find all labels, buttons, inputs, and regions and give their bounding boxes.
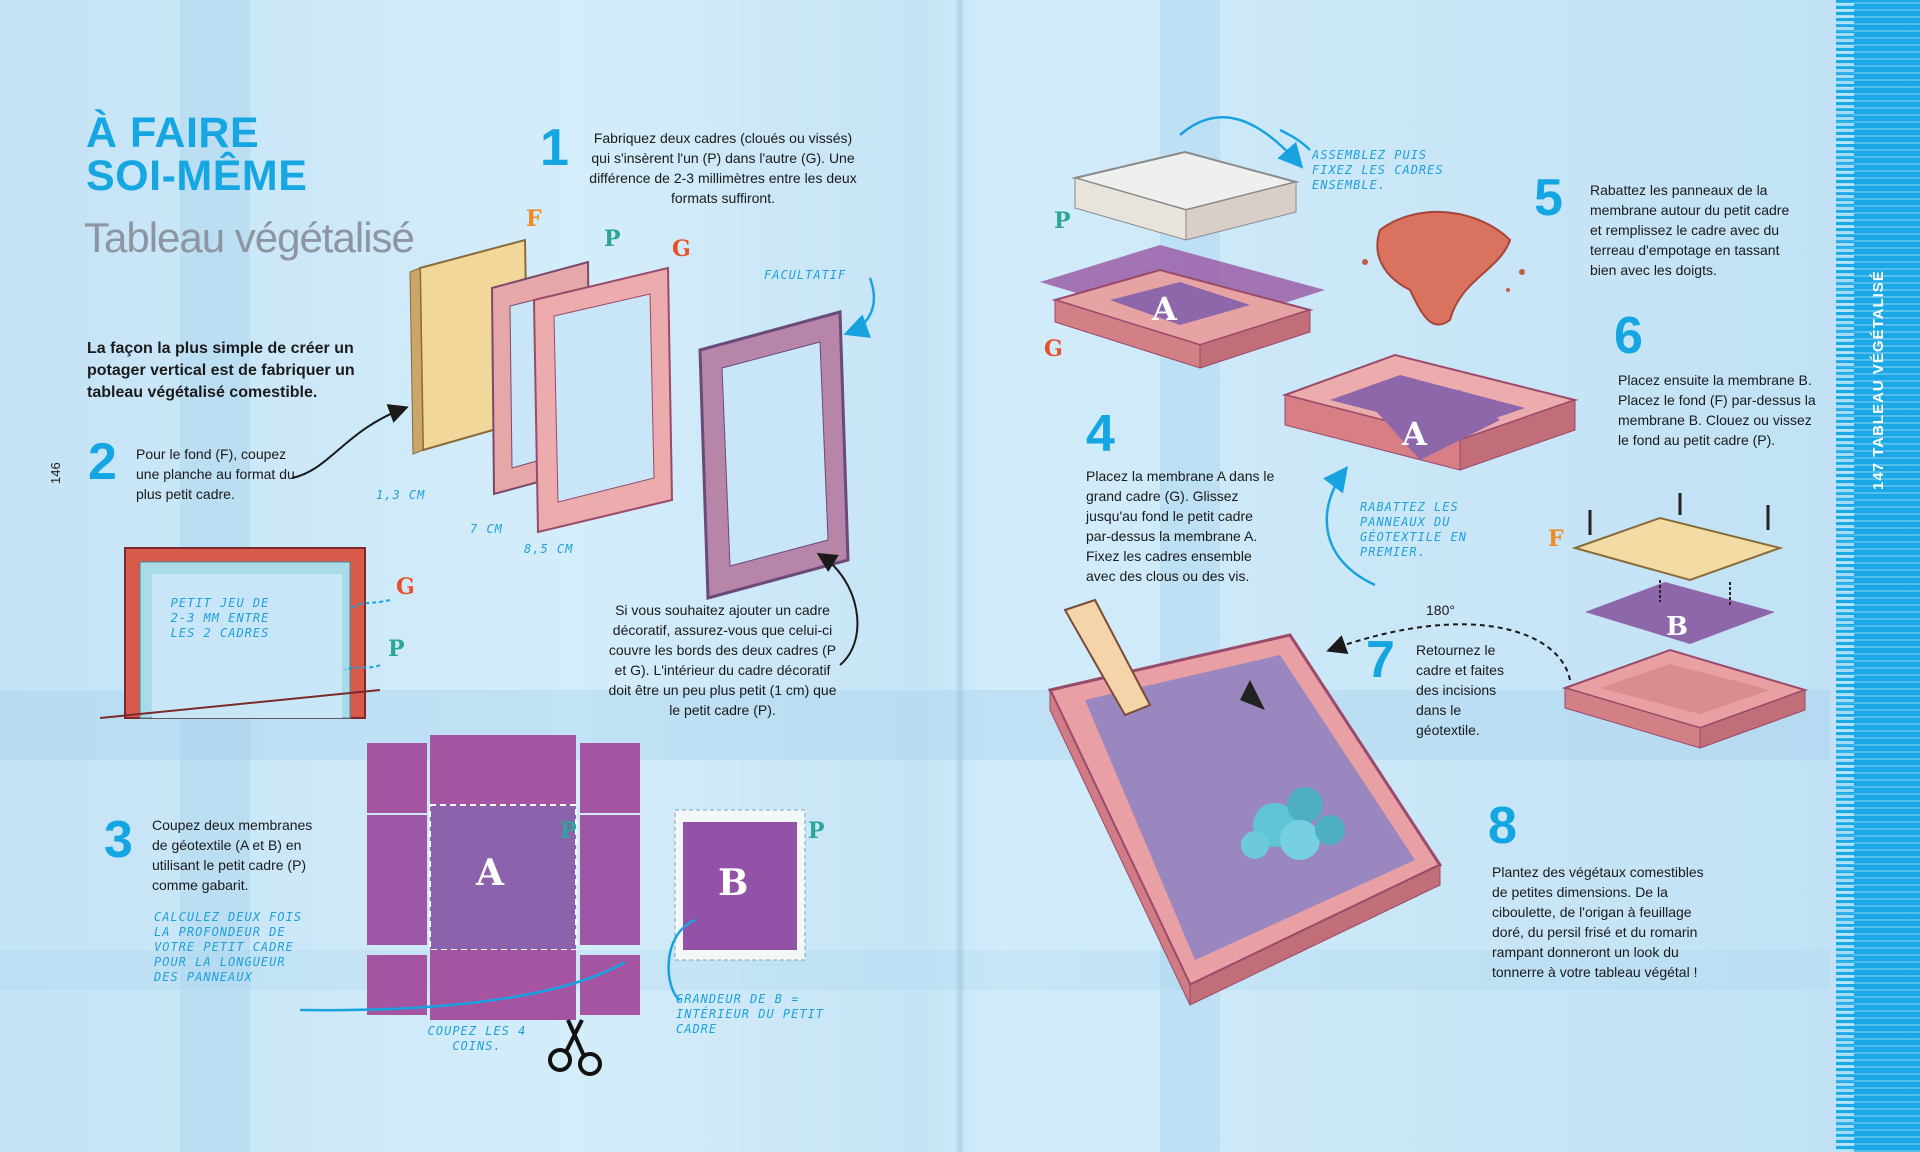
page-number-left: 146 — [48, 462, 63, 484]
exploded-frames-illustration — [410, 240, 848, 598]
step-8-text: Plantez des végétaux comestibles de peti… — [1492, 862, 1712, 982]
note-coins: COUPEZ LES 4 COINS. — [412, 1024, 542, 1054]
page-title: À FAIRE SOI-MÊME — [86, 112, 307, 198]
intro-paragraph: La façon la plus simple de créer un pota… — [87, 338, 357, 404]
running-head-label: TABLEAU VÉGÉTALISÉ — [1870, 270, 1887, 457]
page-subtitle: Tableau végétalisé — [84, 214, 414, 262]
dimension-3: 8,5 CM — [524, 542, 573, 557]
step-3-number: 3 — [104, 810, 133, 870]
title-line-1: À FAIRE — [86, 112, 307, 155]
note-calculez: CALCULEZ DEUX FOIS LA PROFONDEUR DE VOTR… — [154, 910, 304, 985]
step-4-number: 4 — [1086, 404, 1115, 464]
note-assemblez: ASSEMBLEZ PUIS FIXEZ LES CADRES ENSEMBLE… — [1312, 148, 1452, 193]
frame-membrane-illustration — [1285, 355, 1575, 470]
label-f-step6: F — [1548, 526, 1564, 552]
label-a-step5: A — [1402, 415, 1427, 453]
step-2-number: 2 — [88, 432, 117, 492]
note-grandeur: GRANDEUR DE B = INTÉRIEUR DU PETIT CADRE — [676, 992, 846, 1037]
label-p-detail: P — [388, 636, 405, 662]
step-7-text: Retournez le cadre et faites des incisio… — [1416, 640, 1516, 740]
label-f: F — [526, 206, 542, 232]
title-line-2: SOI-MÊME — [86, 155, 307, 198]
label-p-membrane-a: P — [560, 818, 577, 844]
rotation-angle: 180° — [1426, 600, 1455, 620]
running-head: 147 TABLEAU VÉGÉTALISÉ — [1870, 270, 1887, 490]
label-p-membrane-b: P — [808, 818, 825, 844]
step-7-number: 7 — [1366, 630, 1395, 690]
step-6-text: Placez ensuite la membrane B. Placez le … — [1618, 370, 1818, 450]
step-1-number: 1 — [540, 118, 569, 178]
decor-note-text: Si vous souhaitez ajouter un cadre décor… — [605, 600, 840, 720]
frames-assembly-illustration — [1040, 152, 1325, 368]
label-b: B — [718, 862, 748, 904]
label-a: A — [476, 852, 504, 894]
label-p: P — [604, 226, 621, 252]
label-g-step4: G — [1044, 336, 1063, 362]
label-a-step4: A — [1152, 290, 1177, 328]
dimension-1: 1,3 CM — [376, 488, 425, 503]
step-2-text: Pour le fond (F), coupez une planche au … — [136, 444, 306, 504]
note-facultatif: FACULTATIF — [764, 268, 846, 283]
label-g-detail: G — [396, 574, 415, 600]
label-p-step4: P — [1054, 208, 1071, 234]
note-rabattez: RABATTEZ LES PANNEAUX DU GÉOTEXTILE EN P… — [1360, 500, 1470, 560]
step-5-number: 5 — [1534, 168, 1563, 228]
step-8-number: 8 — [1488, 796, 1517, 856]
sidebar-stripe — [1836, 0, 1854, 1152]
label-g: G — [672, 236, 691, 262]
soil-illustration — [1362, 212, 1525, 325]
dimension-2: 7 CM — [470, 522, 503, 537]
step-4-text: Placez la membrane A dans le grand cadre… — [1086, 466, 1276, 586]
step-6-number: 6 — [1614, 306, 1643, 366]
page-number-right: 147 — [1870, 462, 1887, 490]
scissors-icon — [550, 1020, 600, 1074]
label-b-step6: B — [1666, 612, 1688, 642]
step-5-text: Rabattez les panneaux de la membrane aut… — [1590, 180, 1790, 280]
note-jeu: PETIT JEU DE 2-3 MM ENTRE LES 2 CADRES — [165, 596, 275, 641]
step-1-text: Fabriquez deux cadres (cloués ou vissés)… — [588, 128, 858, 208]
step-3-text: Coupez deux membranes de géotextile (A e… — [152, 815, 322, 895]
